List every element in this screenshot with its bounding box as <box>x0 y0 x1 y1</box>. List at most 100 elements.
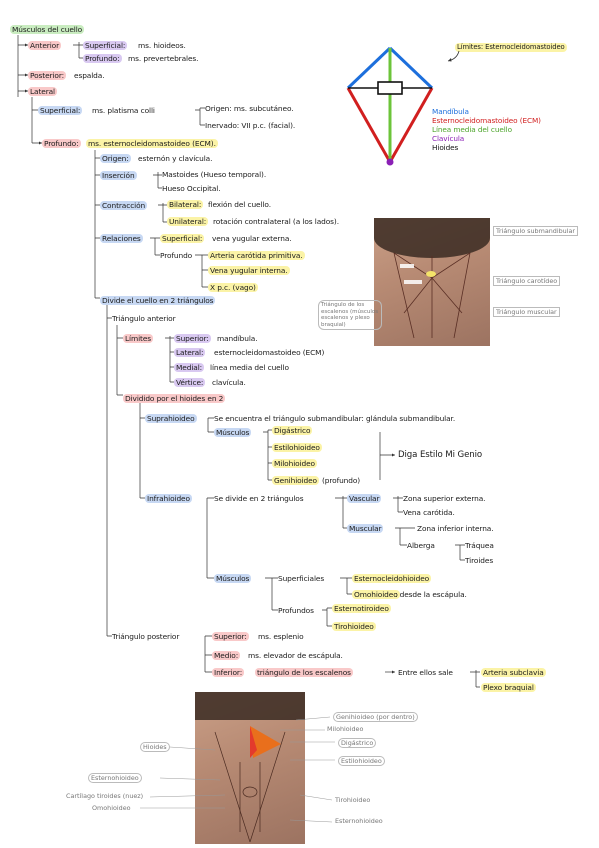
node-contraccion: Contracción <box>100 201 148 210</box>
vascular-1: Zona superior externa. <box>403 494 486 503</box>
photo1-label-muscular: Triángulo muscular <box>493 307 560 317</box>
tp-out-1: Arteria subclavia <box>481 668 546 677</box>
superficial-anterior-desc: ms. hioideos. <box>138 41 186 50</box>
legend-hioides: Hioides <box>432 143 459 152</box>
superficial-2: Omohioideo <box>352 590 400 599</box>
node-profundo-lateral: Profundo: <box>42 139 81 148</box>
bilateral-desc: flexión del cuello. <box>208 200 271 209</box>
photo2-label-esternohioideo-left: Esternohioideo <box>88 773 142 783</box>
node-superficial-anterior: Superficial: <box>83 41 128 50</box>
node-limites: Límites <box>123 334 154 343</box>
node-tp-medio: Medio: <box>212 651 241 660</box>
node-superficiales: Superficiales <box>278 574 325 583</box>
alberga-2: Tiroides <box>465 556 494 565</box>
tp-out-2: Plexo braquial <box>481 683 536 692</box>
tp-medio-desc: ms. elevador de escápula. <box>248 651 343 660</box>
relacion-1: Arteria carótida primitiva. <box>208 251 305 260</box>
node-suprahioideo: Suprahioideo <box>145 414 197 423</box>
unilateral-desc: rotación contralateral (a los lados). <box>213 217 339 226</box>
node-anterior: Anterior <box>28 41 62 50</box>
node-infrahioideo: Infrahioideo <box>145 494 192 503</box>
relacion-2: Vena yugular interna. <box>208 266 290 275</box>
photo1-label-submandibular: Triángulo submandibular <box>493 226 579 236</box>
kite-diagram <box>346 46 434 166</box>
node-tp-superior: Superior: <box>212 632 249 641</box>
node-tp-inferior: Inferior: <box>212 668 245 677</box>
node-vascular: Vascular <box>347 494 382 503</box>
node-medial: Medial: <box>174 363 205 372</box>
photo2-label-esternohioideo-right: Esternohioideo <box>335 817 383 825</box>
legend-ecm: Esternocleidomastoideo (ECM) <box>432 116 541 125</box>
tp-superior-desc: ms. esplenio <box>258 632 304 641</box>
neck-photo-triangles <box>374 218 490 346</box>
node-superior: Superior: <box>174 334 211 343</box>
node-superficial-lateral: Superficial: <box>38 106 83 115</box>
musculo-2: Estilohioideo <box>272 443 322 452</box>
superficial-relaciones-desc: vena yugular externa. <box>212 234 292 243</box>
superior-desc: mandíbula. <box>217 334 258 343</box>
node-profundo-anterior: Profundo: <box>83 54 122 63</box>
vertice-desc: clavícula. <box>212 378 246 387</box>
photo2-label-hioides: Hioides <box>140 742 170 752</box>
insercion-2: Hueso Occipital. <box>162 184 221 193</box>
node-profundos: Profundos <box>278 606 314 615</box>
profundo-lateral-desc: ms. esternocleidomastoideo (ECM). <box>86 139 218 148</box>
node-muscular: Muscular <box>347 524 384 533</box>
lateral2-desc: esternocleidomastoideo (ECM) <box>214 348 325 357</box>
curved-arrow-icon <box>447 50 460 62</box>
diagram-title: Límites: Esternocleidomastoideo <box>455 43 567 52</box>
node-musculos: Músculos <box>214 428 252 437</box>
node-musculos2: Músculos <box>214 574 252 583</box>
node-insercion: Inserción <box>100 171 137 180</box>
node-bilateral: Bilateral: <box>167 200 204 209</box>
mnemonic: Diga Estilo Mi Genio <box>398 450 483 460</box>
node-superficial-relaciones: Superficial: <box>160 234 205 243</box>
superficial-2-desc: : desde la escápula. <box>395 590 467 599</box>
posterior-desc: espalda. <box>74 71 105 80</box>
photo1-label-escalenos: Triángulo de los escalenos (músculos esc… <box>318 300 382 330</box>
node-divide: Divide el cuello en 2 triángulos <box>100 296 216 305</box>
relacion-3: X p.c. (vago) <box>208 283 258 292</box>
inervado-lateral: Inervado: VII p.c. (facial). <box>205 121 296 130</box>
node-dividido: Dividido por el hioides en 2 <box>123 394 226 403</box>
musculo-4: Genihioideo <box>272 476 319 485</box>
photo2-label-digastrico: Digástrico <box>338 738 377 748</box>
legend-mandibula: Mandíbula <box>432 107 469 116</box>
tp-inferior-desc: triángulo de los escalenos <box>255 668 353 677</box>
photo2-label-cartilago-tiroides: Cartílago tiroides (nuez) <box>66 792 144 800</box>
suprahioideo-desc: Se encuentra el triángulo submandibular:… <box>214 414 456 423</box>
photo2-label-tirohioideo: Tirohioideo <box>335 796 371 804</box>
profundo-anterior-desc: ms. prevertebrales. <box>128 54 199 63</box>
neck-photo-muscles <box>195 692 305 844</box>
node-relaciones: Relaciones <box>100 234 143 243</box>
alberga-1: Tráquea <box>465 541 494 550</box>
node-origen: Origen: <box>100 154 131 163</box>
superficial-1: Esternocleidohioideo <box>352 574 432 583</box>
photo2-label-omohioideo: Omohioideo <box>92 804 131 812</box>
musculo-3: Milohioideo <box>272 459 317 468</box>
photo2-label-milohioideo: Milohioideo <box>327 725 364 733</box>
node-triangulo-anterior: Triángulo anterior <box>112 314 176 323</box>
diagram-legend: Mandíbula Esternocleidomastoideo (ECM) L… <box>432 107 541 152</box>
profundo-1: Esternotiroideo <box>332 604 391 613</box>
legend-clavicula: Clavícula <box>432 134 465 143</box>
medial-desc: línea media del cuello <box>210 363 289 372</box>
node-unilateral: Unilateral: <box>167 217 209 226</box>
photo1-label-carotideo: Triángulo carotídeo <box>493 276 561 286</box>
insercion-1: Mastoides (Hueso temporal). <box>162 170 267 179</box>
infrahioideo-desc: Se divide en 2 triángulos <box>214 494 304 503</box>
origen-desc: esternón y clavícula. <box>138 154 213 163</box>
profundo-2: Tirohioideo <box>332 622 376 631</box>
node-posterior: Posterior: <box>28 71 67 80</box>
vascular-2: Vena carótida. <box>403 508 455 517</box>
muscular-1: Zona inferior interna. <box>417 524 494 533</box>
superficial-lateral-desc: ms. platisma colli <box>92 106 155 115</box>
node-lateral: Lateral <box>28 87 58 96</box>
node-lateral2: Lateral: <box>174 348 206 357</box>
legend-linea-media: Línea media del cuello <box>432 125 512 134</box>
musculo-1: Digástrico <box>272 426 313 435</box>
photo2-label-estilohioideo: Estilohioideo <box>338 756 385 766</box>
musculo-4-note: (profundo) <box>322 476 361 485</box>
